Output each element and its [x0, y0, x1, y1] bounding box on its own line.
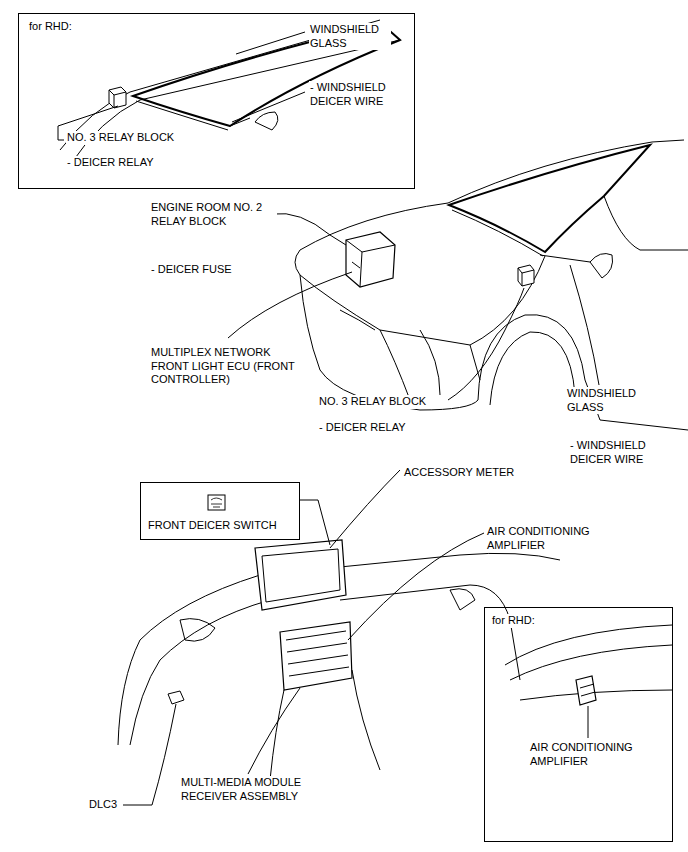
part-name: - DEICER RELAY: [318, 421, 407, 435]
rhd-inset-frame: for RHD: WINDSHIELD GLASS - WINDSHIELD DEI…: [18, 13, 415, 189]
node-text: NO. 3 RELAY BLOCK: [66, 131, 175, 145]
part-name: MULTIPLEX NETWORK FRONT LIGHT ECU (FRONT…: [150, 346, 312, 387]
part-name: NO. 3 RELAY BLOCK: [318, 395, 427, 409]
part-name: MULTI-MEDIA MODULE RECEIVER ASSEMBLY: [180, 776, 347, 803]
part-name: AIR CONDITIONING AMPLIFIER: [486, 525, 623, 552]
part-name: WINDSHIELD GLASS: [566, 387, 648, 414]
rhd-inset-dash: [505, 625, 672, 738]
deicer-switch-icon: [208, 495, 225, 510]
rhd-inset-frame: for RHD: AIR CONDITIONING AMPLIFIER: [484, 607, 673, 842]
node-text: AIR CONDITIONING AMPLIFIER: [529, 741, 659, 768]
part-name: - WINDSHIELD DEICER WIRE: [569, 439, 663, 466]
part-name: ENGINE ROOM NO. 2 RELAY BLOCK: [150, 201, 277, 228]
part-name: - DEICER FUSE: [150, 263, 233, 277]
switch-callout-box: FRONT DEICER SWITCH: [140, 482, 300, 540]
main-car: [228, 140, 688, 430]
dashboard: [118, 470, 560, 805]
node-text: FRONT DEICER SWITCH: [147, 519, 278, 533]
node-text: for RHD:: [28, 20, 73, 34]
node-text: WINDSHIELD GLASS: [309, 23, 391, 50]
part-name: ACCESSORY METER: [403, 466, 515, 480]
node-text: - WINDSHIELD DEICER WIRE: [309, 81, 403, 108]
node-text: - DEICER RELAY: [66, 156, 155, 170]
connector-name: DLC3: [88, 798, 118, 812]
node-text: for RHD:: [491, 614, 536, 628]
